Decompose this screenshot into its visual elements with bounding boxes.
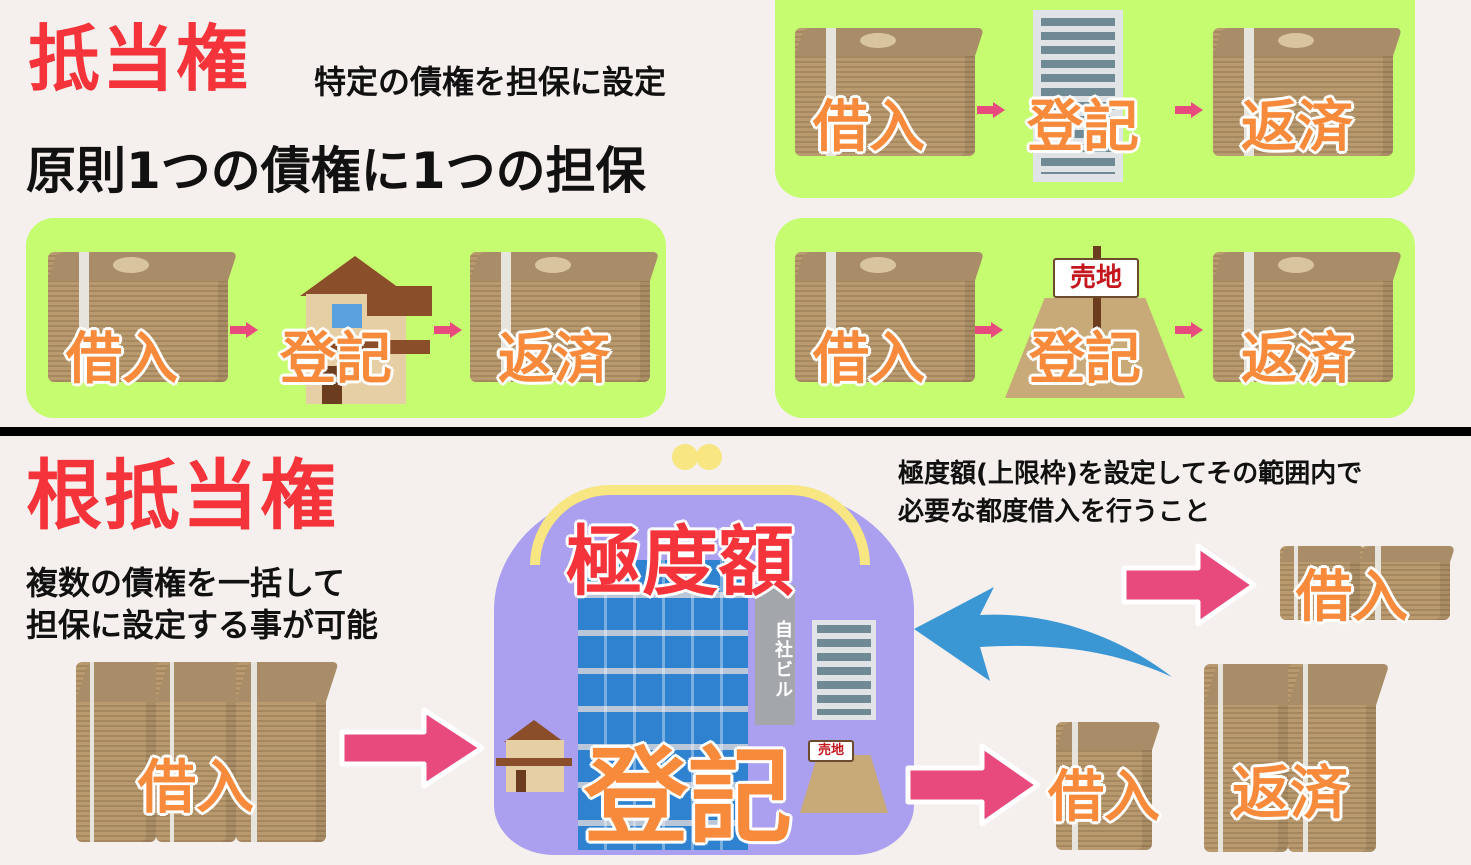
land-for-sale-sign: 売地	[808, 740, 854, 762]
mortgage-principle: 原則1つの債権に1つの担保	[26, 142, 646, 200]
revolving-mortgage-title: 根抵当権	[26, 451, 338, 540]
money-stack-icon	[236, 662, 326, 842]
repay-label: 返済	[1232, 759, 1349, 827]
money-stack-icon	[156, 662, 236, 842]
revolving-description-line1: 複数の債権を一括して	[26, 564, 346, 602]
purse-clasp-icon	[696, 444, 722, 470]
arrow-right-icon	[339, 707, 485, 789]
step-borrow-label: 借入	[813, 95, 925, 160]
house-icon	[272, 256, 432, 406]
step-repay-label: 返済	[1241, 95, 1353, 160]
purse-clasp-icon	[672, 444, 698, 470]
definition-line1: 極度額(上限枠)を設定してその範囲内で	[898, 459, 1363, 489]
section-divider	[0, 427, 1471, 436]
definition-line2: 必要な都度借入を行うこと	[898, 497, 1211, 527]
money-stack-icon	[795, 28, 975, 156]
land-for-sale-sign: 売地	[1053, 258, 1139, 298]
land-plot-icon	[800, 755, 888, 813]
return-arrow-icon	[914, 587, 1172, 681]
step-borrow-label: 借入	[813, 327, 925, 392]
arrow-right-icon	[434, 322, 464, 338]
step-borrow-label: 借入	[66, 327, 178, 392]
money-stack-icon	[1360, 546, 1450, 620]
step-register-label: 登記	[1027, 95, 1139, 160]
mortgage-subtitle: 特定の債権を担保に設定	[314, 63, 667, 101]
house-icon	[496, 720, 572, 792]
money-stack-icon	[470, 252, 650, 382]
money-stack-icon	[1280, 546, 1360, 620]
flow-panel-house: 借入 登記 返済	[26, 218, 666, 418]
arrow-right-icon	[1175, 102, 1205, 118]
arrow-right-icon	[975, 322, 1005, 338]
office-building-icon	[578, 560, 748, 850]
money-stack-icon	[1288, 664, 1376, 852]
mortgage-title: 抵当権	[28, 17, 251, 101]
money-stack-icon	[1204, 664, 1288, 852]
money-stack-icon	[1056, 722, 1152, 850]
revolving-description-line2: 担保に設定する事が可能	[26, 606, 379, 644]
arrow-right-icon	[905, 743, 1041, 827]
left-borrow-label: 借入	[138, 753, 255, 821]
building-icon	[812, 620, 876, 720]
building-icon	[1033, 10, 1123, 182]
money-stack-icon	[76, 662, 156, 842]
arrow-right-icon	[1121, 543, 1257, 627]
step-register-label: 登記	[280, 327, 392, 392]
top-borrow-label: 借入	[1296, 565, 1408, 630]
credit-limit-label: 極度額	[566, 517, 794, 606]
flow-panel-land: 借入 売地 登記 返済	[775, 218, 1415, 418]
arrow-right-icon	[230, 322, 260, 338]
money-stack-icon	[48, 252, 228, 382]
money-stack-icon	[1213, 28, 1393, 156]
register-label: 登記	[584, 736, 793, 858]
arrow-right-icon	[1175, 322, 1205, 338]
money-stack-icon	[1213, 252, 1393, 382]
flow-panel-building: 借入 登記 返済	[775, 0, 1415, 198]
step-repay-label: 返済	[498, 327, 610, 392]
step-register-label: 登記	[1029, 327, 1141, 392]
middle-borrow-label: 借入	[1048, 765, 1160, 830]
step-repay-label: 返済	[1241, 327, 1353, 392]
arrow-right-icon	[977, 102, 1007, 118]
company-building-sign: 自社ビル	[755, 585, 795, 725]
money-stack-icon	[795, 252, 975, 382]
